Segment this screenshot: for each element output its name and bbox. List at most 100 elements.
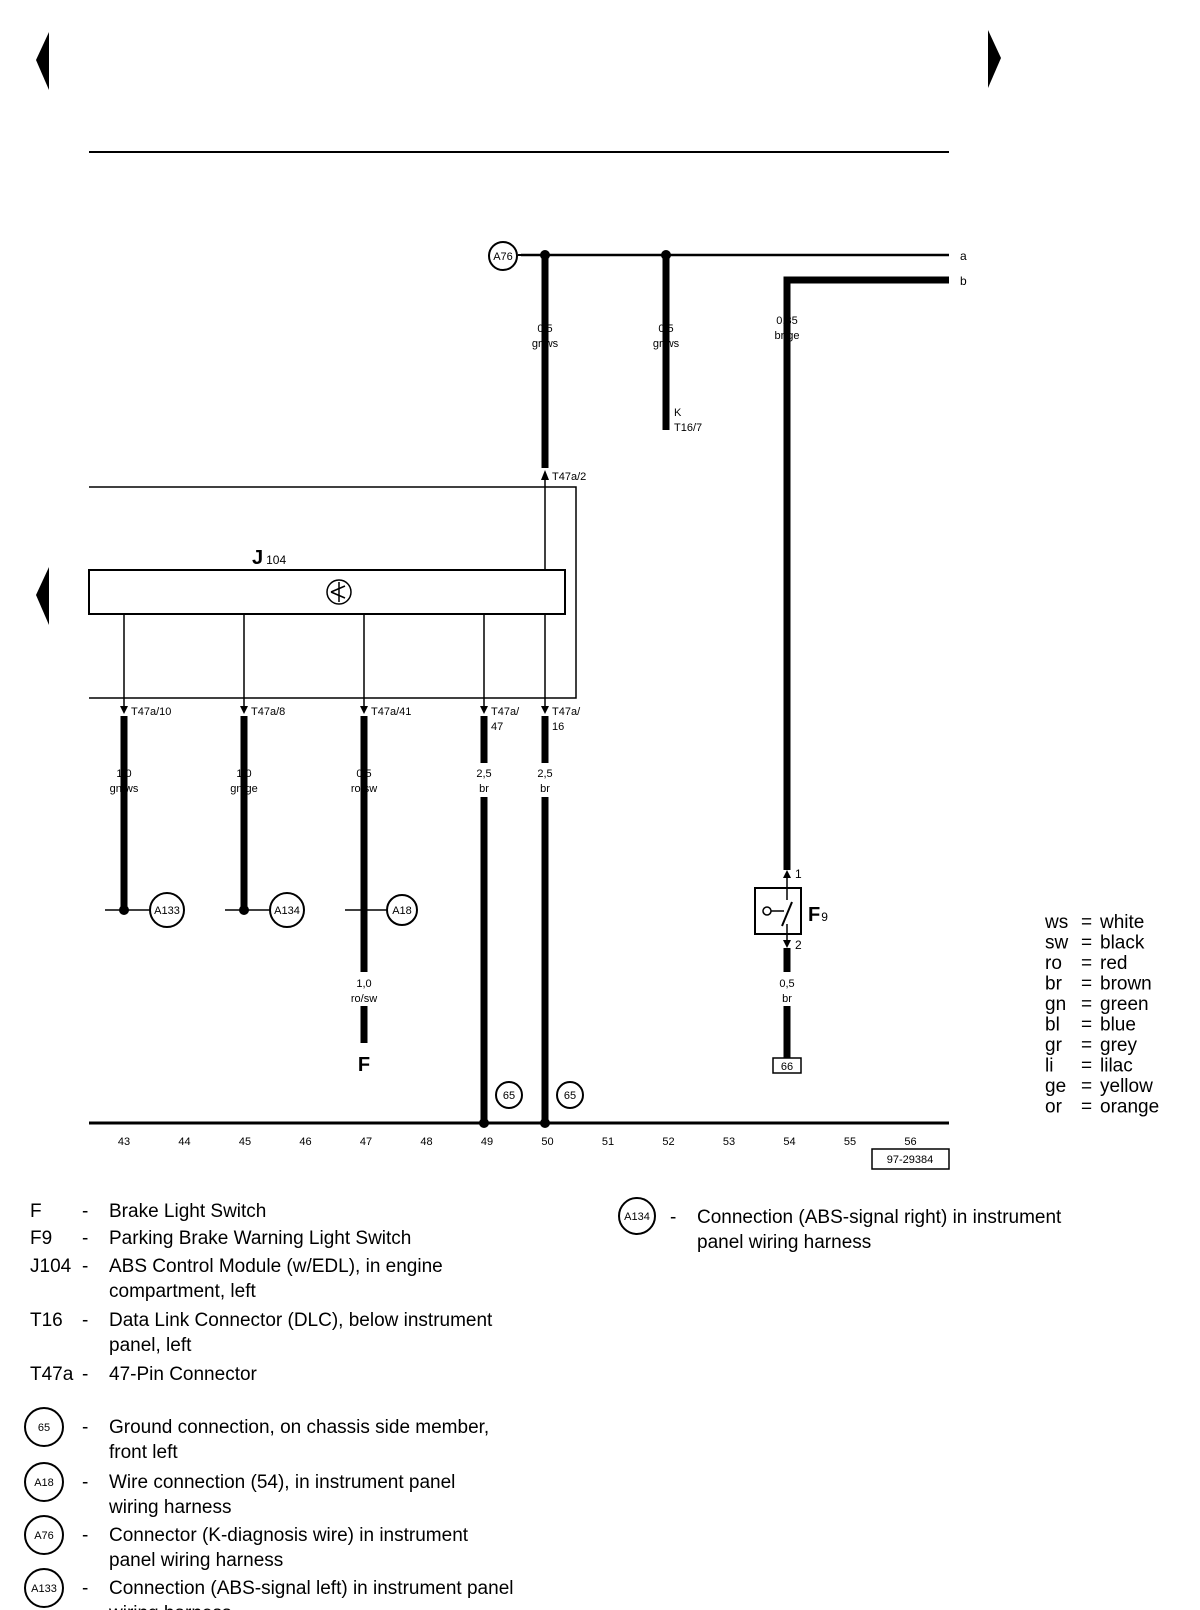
wire-size-label: 0,5 <box>356 768 371 780</box>
previous-page-arrow[interactable] <box>36 32 49 90</box>
label-gap <box>531 763 559 797</box>
svg-text:=: = <box>1081 953 1092 974</box>
svg-text:-: - <box>82 1525 88 1546</box>
svg-text:yellow: yellow <box>1100 1076 1153 1097</box>
color-legend-item: sw=black <box>1045 933 1145 954</box>
pin-label: T47a/2 <box>552 471 586 483</box>
legend-item-t16: T16-Data Link Connector (DLC), below ins… <box>30 1310 493 1356</box>
svg-text:bl: bl <box>1045 1015 1060 1036</box>
svg-text:-: - <box>82 1417 88 1438</box>
wire-color-legend: ws=whitesw=blackro=redbr=browngn=greenbl… <box>1044 912 1159 1118</box>
svg-text:li: li <box>1045 1056 1053 1077</box>
svg-text:A76: A76 <box>493 251 513 263</box>
track-number: 47 <box>360 1136 372 1148</box>
track-number: 49 <box>481 1136 493 1148</box>
svg-text:Ground connection, on chassis: Ground connection, on chassis side membe… <box>109 1417 489 1438</box>
pin-arrow <box>240 706 248 714</box>
label-gap <box>470 763 498 797</box>
a76-connector: A76 <box>488 241 518 271</box>
wire-size-label: 0,35 <box>776 315 797 327</box>
svg-text:Connector (K-diagnosis wire) i: Connector (K-diagnosis wire) in instrume… <box>109 1525 469 1546</box>
junction-dot <box>119 905 129 915</box>
pin-label: T47a/8 <box>251 706 285 718</box>
track-number: 51 <box>602 1136 614 1148</box>
svg-text:br: br <box>1045 974 1063 995</box>
legend-item-a134: A134 - Connection (ABS-signal right) in … <box>618 1197 1062 1253</box>
track-number: 55 <box>844 1136 856 1148</box>
color-legend-item: bl = blue <box>1045 1015 1136 1036</box>
pin-label: T47a/ <box>552 706 581 718</box>
wire-color-label: ro/sw <box>351 993 377 1005</box>
svg-text:J104: J104 <box>30 1256 72 1277</box>
svg-text:65: 65 <box>503 1090 515 1102</box>
svg-text:-: - <box>82 1256 88 1277</box>
track-number: 48 <box>420 1136 432 1148</box>
color-legend-item: ge=yellow <box>1045 1076 1153 1097</box>
legend-item-f: F-Brake Light Switch <box>30 1201 266 1222</box>
svg-text:wiring harness: wiring harness <box>108 1603 232 1610</box>
track-number: 45 <box>239 1136 251 1148</box>
wire-color-label: gn/ge <box>230 783 258 795</box>
track-number: 54 <box>783 1136 795 1148</box>
svg-text:=: = <box>1081 912 1092 933</box>
pin-arrow <box>360 706 368 714</box>
label-gap <box>772 972 802 1006</box>
pin-label: 2 <box>795 938 802 952</box>
svg-text:grey: grey <box>1100 1035 1137 1056</box>
svg-text:ge: ge <box>1045 1076 1066 1097</box>
svg-text:A134: A134 <box>624 1211 650 1223</box>
k-line-label: K <box>674 407 682 419</box>
svg-text:red: red <box>1100 953 1127 974</box>
svg-text:-: - <box>670 1207 676 1228</box>
output-label-a: a <box>960 249 967 263</box>
svg-text:-: - <box>82 1228 88 1249</box>
svg-text:panel wiring harness: panel wiring harness <box>109 1550 283 1571</box>
svg-text:blue: blue <box>1100 1015 1136 1036</box>
ground-66-symbol: 66 <box>772 1057 802 1074</box>
svg-text:A133: A133 <box>154 905 180 917</box>
svg-text:Wire connection (54), in instr: Wire connection (54), in instrument pane… <box>109 1472 455 1493</box>
diagram-reference: 97-29384 <box>871 1148 950 1170</box>
svg-text:65: 65 <box>38 1422 50 1434</box>
svg-text:Connection (ABS-signal left) i: Connection (ABS-signal left) in instrume… <box>109 1578 513 1599</box>
svg-text:-: - <box>82 1364 88 1385</box>
wire-color-label: br/ge <box>774 330 799 342</box>
svg-text:panel wiring harness: panel wiring harness <box>697 1232 871 1253</box>
brake-light-switch-label: F <box>358 1054 370 1076</box>
track-number: 50 <box>541 1136 553 1148</box>
svg-text:=: = <box>1081 1015 1092 1036</box>
svg-text:A134: A134 <box>274 905 300 917</box>
wire-size-label: 0,5 <box>779 978 794 990</box>
legend-item-a76: A76-Connector (K-diagnosis wire) in inst… <box>24 1515 469 1571</box>
pin-arrow <box>541 706 549 714</box>
svg-text:T47a: T47a <box>30 1364 74 1385</box>
pin-label: 1 <box>795 867 802 881</box>
color-legend-item: or=orange <box>1045 1097 1159 1118</box>
svg-text:T16: T16 <box>30 1310 63 1331</box>
svg-text:47-Pin Connector: 47-Pin Connector <box>109 1364 258 1385</box>
color-legend-item: gr=grey <box>1045 1035 1137 1056</box>
svg-text:Connection (ABS-signal right): Connection (ABS-signal right) in instrum… <box>697 1207 1062 1228</box>
svg-text:65: 65 <box>564 1090 576 1102</box>
legend-item-65: 65 -Ground connection, on chassis side me… <box>24 1407 489 1463</box>
next-page-arrow[interactable] <box>988 30 1001 88</box>
legend-item-t47a: T47a-47-Pin Connector <box>30 1364 258 1385</box>
previous-section-arrow[interactable] <box>36 567 49 625</box>
wire-br-ge-b <box>783 276 949 870</box>
svg-text:=: = <box>1081 1035 1092 1056</box>
pin-label: T47a/10 <box>131 706 171 718</box>
svg-text:A18: A18 <box>392 905 412 917</box>
svg-text:=: = <box>1081 1097 1092 1118</box>
pin-label: 47 <box>491 721 503 733</box>
svg-text:panel, left: panel, left <box>109 1335 192 1356</box>
color-legend-item: br=brown <box>1045 974 1152 995</box>
ground-65-symbol: 65 <box>495 1081 523 1109</box>
svg-text:ABS Control Module (w/EDL), in: ABS Control Module (w/EDL), in engine <box>109 1256 443 1277</box>
junction-dot <box>661 250 671 260</box>
svg-text:black: black <box>1100 933 1145 954</box>
svg-text:-: - <box>82 1201 88 1222</box>
svg-text:F: F <box>30 1201 42 1222</box>
svg-text:gn: gn <box>1045 994 1066 1015</box>
